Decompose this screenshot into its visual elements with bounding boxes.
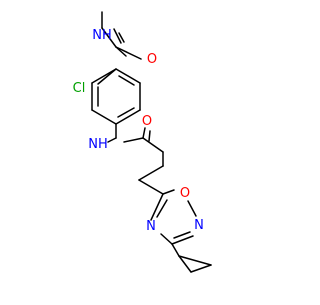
atom-label-oxygen: O	[142, 114, 152, 129]
bond	[118, 75, 135, 86]
bond	[115, 46, 127, 57]
bond	[118, 32, 125, 43]
bond	[138, 179, 164, 195]
atom-label-oxygen: O	[180, 186, 190, 201]
bond	[178, 255, 192, 273]
bond	[115, 68, 141, 84]
bond	[171, 243, 180, 257]
bond	[160, 233, 173, 245]
atom-label-chlorine: Cl	[73, 81, 86, 96]
bond	[142, 127, 146, 139]
bond	[187, 200, 197, 217]
molecule-svg: O NH Cl NH O O N N	[73, 11, 212, 273]
bond	[117, 107, 135, 118]
bond	[190, 264, 212, 273]
bond	[101, 27, 117, 48]
atom-labels: O NH Cl NH O O N N	[73, 28, 204, 234]
atom-label-nh: NH	[92, 28, 112, 43]
bond	[123, 137, 144, 143]
bond	[113, 28, 122, 44]
bond	[115, 109, 141, 125]
bond	[142, 137, 164, 153]
bond	[156, 199, 168, 218]
bond	[107, 137, 117, 143]
bond	[178, 255, 212, 266]
atom-label-nh: NH	[88, 137, 108, 152]
bond	[115, 46, 142, 60]
atom-label-oxygen: O	[147, 52, 157, 67]
molecule-structure: O NH Cl NH O O N N	[73, 11, 212, 273]
atom-label-nitrogen: N	[194, 218, 204, 233]
bond	[150, 193, 164, 221]
bond	[171, 235, 194, 245]
bond	[91, 68, 117, 84]
bond	[173, 231, 191, 239]
bond	[162, 189, 175, 195]
bond	[138, 165, 164, 181]
bond	[148, 130, 151, 142]
bond-lines	[91, 11, 212, 273]
atom-label-nitrogen: N	[146, 219, 156, 234]
bond	[91, 109, 117, 125]
